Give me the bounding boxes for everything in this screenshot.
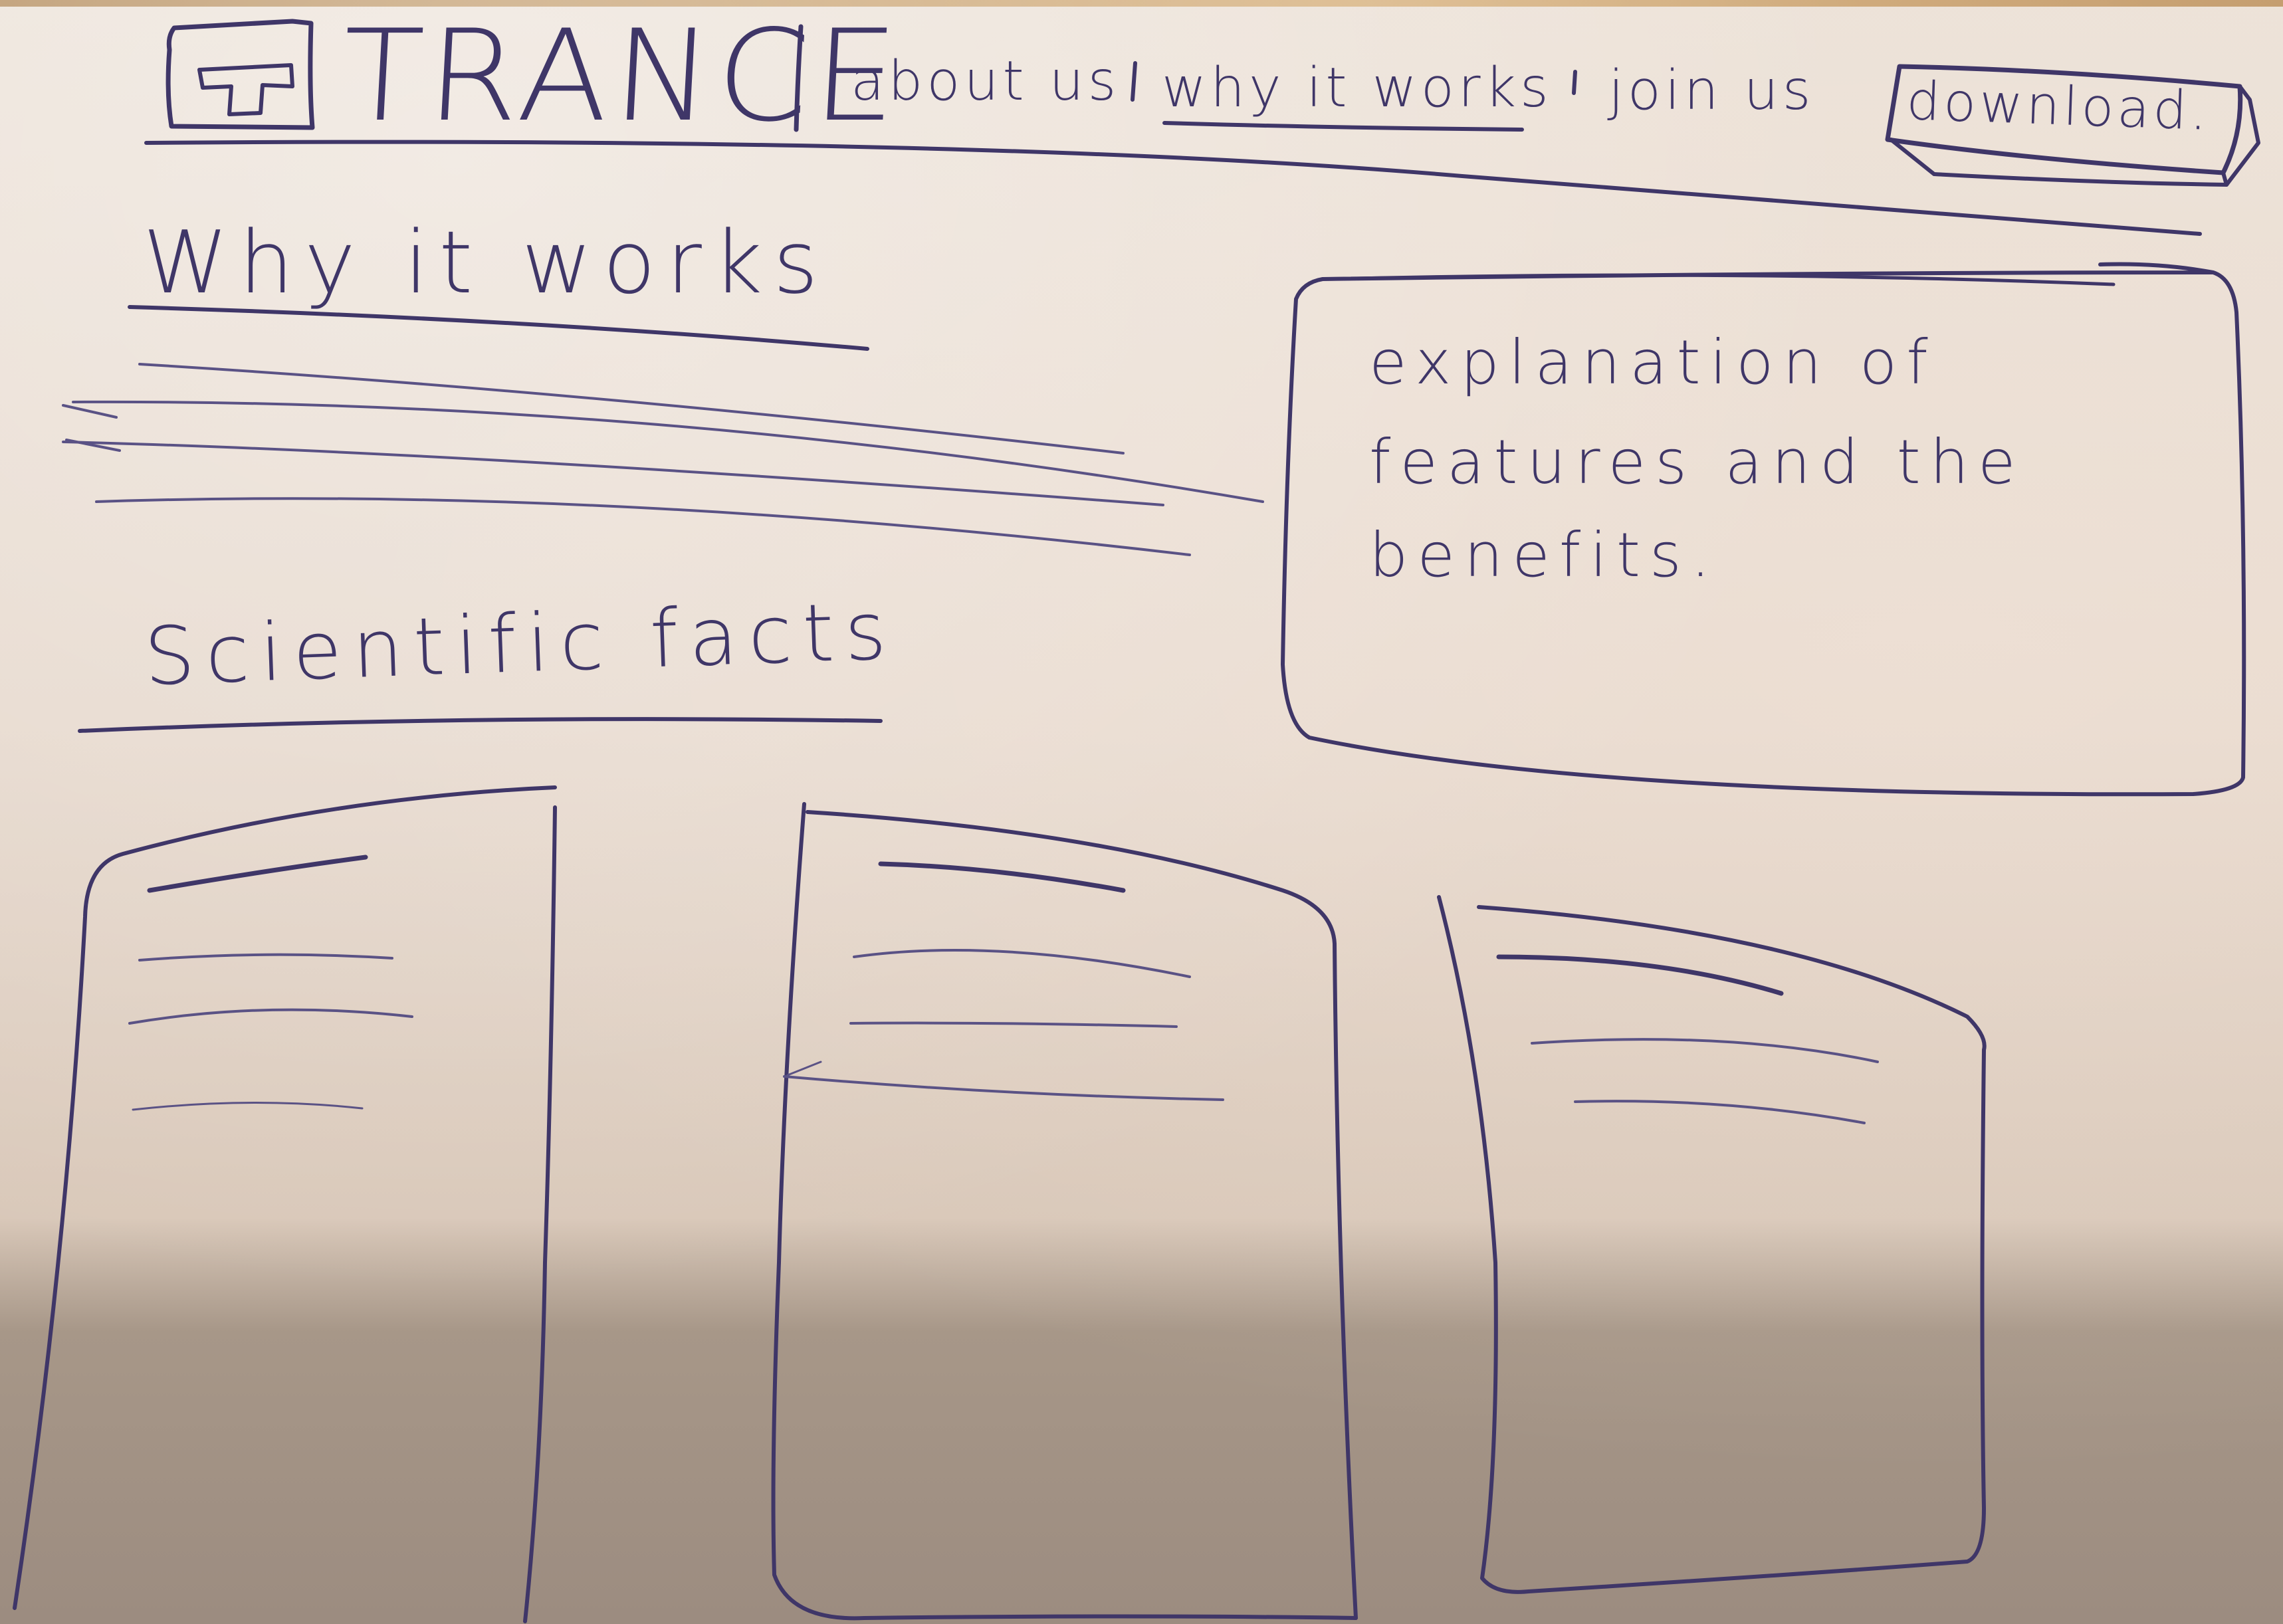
nav-item-about-us[interactable]: about us bbox=[851, 50, 1121, 113]
nav-separator bbox=[1131, 61, 1137, 102]
card-title-line bbox=[1496, 954, 1784, 996]
brand-wordmark[interactable]: TRANCE bbox=[338, 3, 906, 150]
card-text-line bbox=[1574, 1100, 1866, 1124]
card-text-line bbox=[783, 1075, 1224, 1101]
table-edge bbox=[0, 0, 2283, 7]
card-text-line bbox=[849, 1021, 1178, 1028]
explanation-text-line: benefits. bbox=[1369, 520, 1720, 591]
why-body-lines bbox=[62, 363, 1264, 556]
explanation-text-line: features and the bbox=[1369, 427, 2025, 498]
card-text-line bbox=[138, 953, 393, 962]
why-heading-underline bbox=[128, 305, 869, 351]
card-text-line bbox=[128, 1008, 413, 1025]
header-rule bbox=[144, 140, 2202, 236]
explanation-box-top bbox=[1327, 273, 2116, 286]
card-text-line bbox=[853, 949, 1191, 978]
card-title-line bbox=[147, 855, 368, 893]
nav-item-join-us[interactable]: join us bbox=[1608, 59, 1815, 122]
logo-icon[interactable] bbox=[165, 19, 315, 130]
card-text-line bbox=[786, 1061, 822, 1076]
card-text-line bbox=[1531, 1038, 1879, 1063]
active-nav-underline bbox=[1162, 121, 1524, 132]
fact-card bbox=[1437, 895, 1987, 1594]
download-button-label[interactable]: download. bbox=[1905, 70, 2212, 142]
facts-heading-underline bbox=[78, 717, 883, 733]
nav-separator bbox=[1572, 70, 1577, 95]
card-text-line bbox=[132, 1101, 364, 1111]
download-button-outline[interactable] bbox=[1885, 64, 2260, 187]
fact-card bbox=[771, 802, 1358, 1621]
fact-card bbox=[13, 785, 557, 1623]
brand-separator bbox=[794, 24, 804, 132]
why-it-works-heading: Why it works bbox=[143, 212, 829, 313]
card-title-line bbox=[878, 861, 1126, 893]
nav-item-why-it-works[interactable]: why it works bbox=[1162, 56, 1553, 120]
explanation-text-line: explanation of bbox=[1369, 327, 1937, 398]
